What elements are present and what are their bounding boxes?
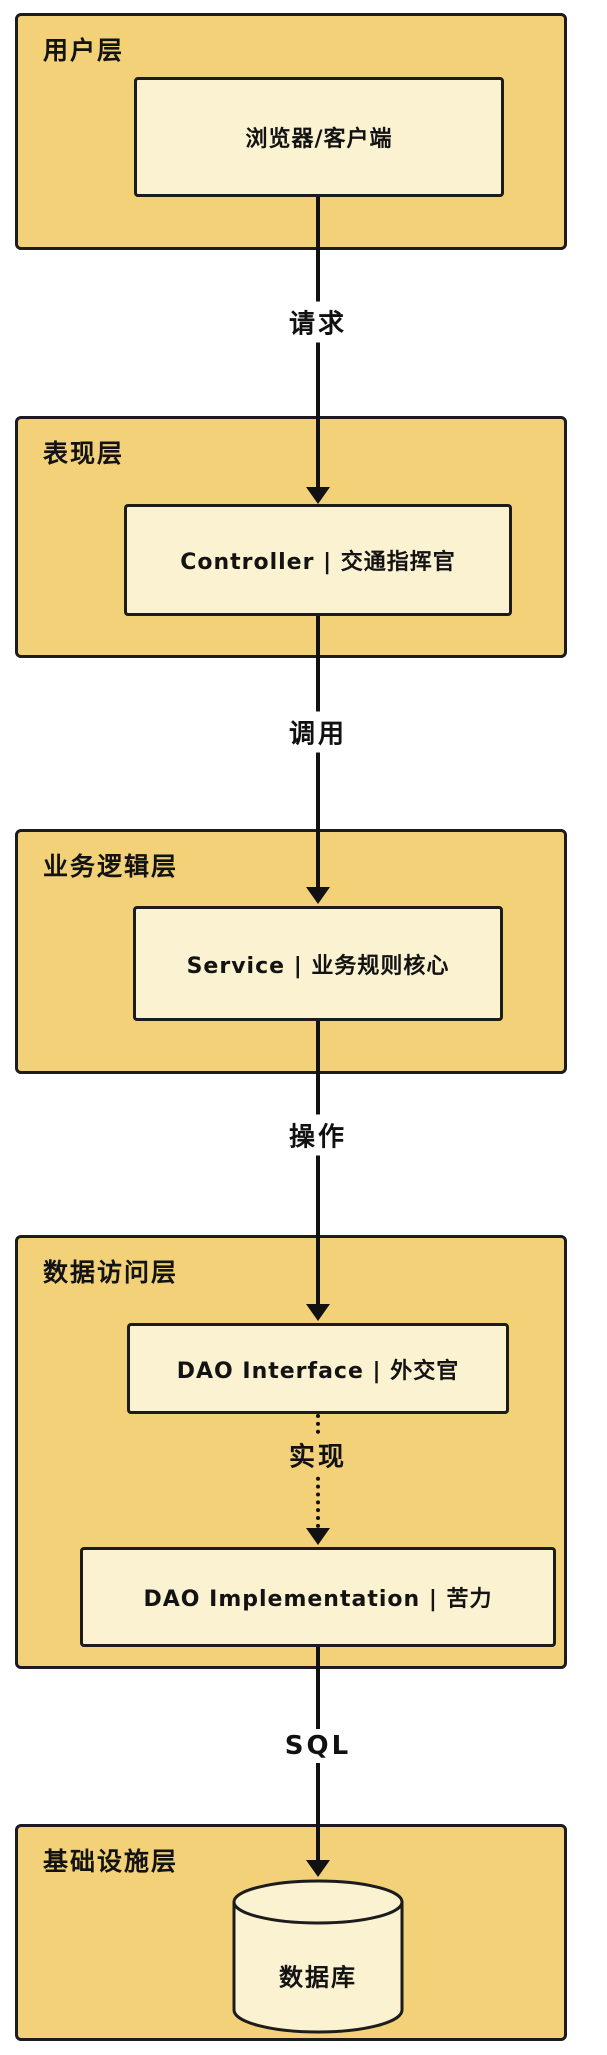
arrow-line-operate: [316, 1021, 320, 1304]
arrow-line-request: [316, 197, 320, 489]
node-label-database: 数据库: [279, 1963, 357, 1992]
node-label-dao-implementation: DAO Implementation | 苦力: [143, 1587, 493, 1612]
arrow-label-operate: 操作: [280, 1114, 356, 1156]
layer-title-infrastructure: 基础设施层: [43, 1847, 179, 1876]
arrowhead-sql-icon: [306, 1860, 330, 1877]
arrowhead-call-icon: [306, 887, 330, 904]
node-label-dao-interface: DAO Interface | 外交官: [176, 1358, 460, 1384]
arrow-label-implement: 实现: [280, 1434, 356, 1476]
arrowhead-operate-icon: [306, 1304, 330, 1321]
arrow-label-sql: SQL: [276, 1729, 360, 1763]
node-label-browser-client: 浏览器/客户端: [245, 127, 393, 152]
node-label-controller: Controller | 交通指挥官: [180, 550, 456, 575]
arrow-line-call: [316, 616, 320, 889]
layer-title-user: 用户层: [43, 36, 125, 65]
node-service: Service | 业务规则核心: [133, 906, 503, 1021]
layer-title-data-access: 数据访问层: [43, 1258, 179, 1287]
layer-title-business-logic: 业务逻辑层: [43, 852, 179, 881]
database-cylinder-icon: [230, 1878, 406, 2036]
node-dao-implementation: DAO Implementation | 苦力: [80, 1547, 556, 1647]
arrow-label-request: 请求: [280, 301, 356, 343]
node-dao-interface: DAO Interface | 外交官: [127, 1323, 509, 1414]
node-browser-client: 浏览器/客户端: [134, 77, 504, 197]
layer-title-presentation: 表现层: [43, 439, 125, 468]
node-controller: Controller | 交通指挥官: [124, 504, 512, 616]
arrowhead-request-icon: [306, 487, 330, 504]
node-label-service: Service | 业务规则核心: [186, 953, 450, 979]
arrow-label-call: 调用: [280, 711, 356, 753]
arrowhead-implement-icon: [306, 1528, 330, 1545]
